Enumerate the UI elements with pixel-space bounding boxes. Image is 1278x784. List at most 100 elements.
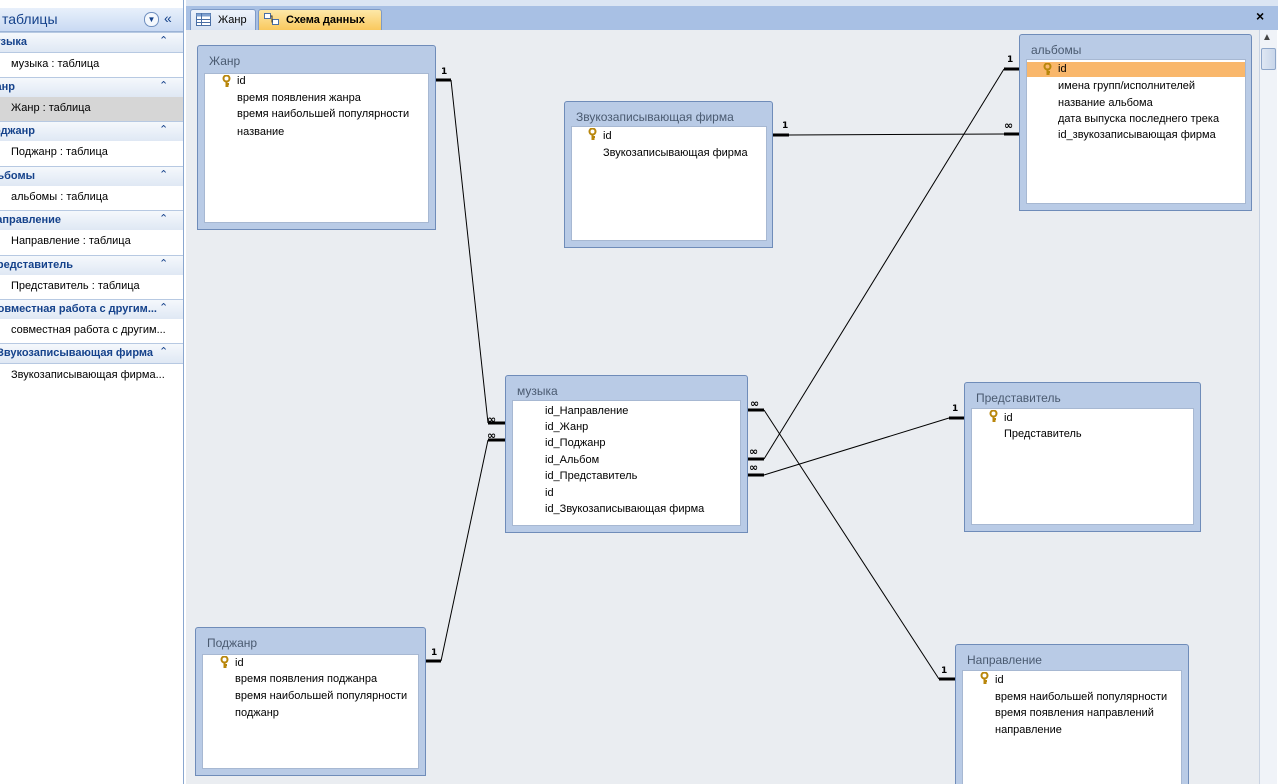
nav-item[interactable]: Жанр : таблица — [0, 97, 183, 121]
table-field[interactable]: id_звукозаписывающая фирма — [1058, 129, 1216, 141]
table-box-zhanr[interactable]: Жанр id время появления жанра время наиб… — [197, 45, 436, 230]
nav-item-label: Жанр : таблица — [11, 102, 91, 114]
tab-schema[interactable]: Схема данных — [258, 9, 382, 31]
nav-group-label: Поджанр — [0, 125, 35, 137]
nav-item-label: Направление : таблица — [11, 235, 131, 247]
table-field[interactable]: id — [1058, 63, 1067, 75]
nav-group-header[interactable]: Жанр ⌃ — [0, 77, 183, 98]
table-box-muzyka[interactable]: музыка id_Направление id_Жанр id_Поджанр… — [505, 375, 748, 533]
table-field[interactable]: время появления жанра — [237, 92, 361, 104]
relationship-line[interactable] — [425, 438, 505, 663]
field-list[interactable]: id Представитель — [971, 408, 1194, 525]
table-box-firma[interactable]: Звукозаписывающая фирма id Звукозаписыва… — [564, 101, 773, 248]
relationships-canvas[interactable]: 1 ∞ 1 ∞ 1 ∞ 1 ∞ 1 ∞ ∞ 1 Жанр id время по… — [186, 30, 1259, 784]
table-field[interactable]: id — [545, 487, 554, 499]
double-chevron-up-icon[interactable]: ⌃ — [159, 169, 169, 181]
table-box-napravlenie[interactable]: Направление id время наибольшей популярн… — [955, 644, 1189, 784]
primary-key-icon — [1043, 63, 1052, 75]
nav-group-header[interactable]: Поджанр ⌃ — [0, 121, 183, 142]
field-list[interactable]: id_Направление id_Жанр id_Поджанр id_Аль… — [512, 400, 741, 526]
nav-group-header[interactable]: совместная работа с другим... ⌃ — [0, 299, 183, 320]
selected-field-row[interactable] — [1027, 62, 1245, 77]
nav-item[interactable]: совместная работа с другим... — [0, 319, 183, 343]
table-field[interactable]: имена групп/исполнителей — [1058, 80, 1196, 92]
double-chevron-up-icon[interactable]: ⌃ — [159, 302, 169, 314]
nav-group-header[interactable]: альбомы ⌃ — [0, 166, 183, 187]
table-field[interactable]: id — [235, 657, 244, 669]
tab-label: Жанр — [218, 14, 247, 26]
table-field[interactable]: id_Звукозаписывающая фирма — [545, 503, 705, 515]
field-list[interactable]: id время появления жанра время наибольше… — [204, 73, 429, 223]
relationship-line[interactable] — [748, 408, 955, 681]
table-field[interactable]: id — [603, 130, 612, 142]
nav-group-label: совместная работа с другим... — [0, 303, 157, 315]
chevron-down-icon[interactable]: ▼ — [144, 12, 159, 27]
nav-group-header[interactable]: Представитель ⌃ — [0, 255, 183, 276]
nav-item[interactable]: Поджанр : таблица — [0, 141, 183, 165]
table-field[interactable]: id — [237, 75, 246, 87]
table-field[interactable]: время наибольшей популярности — [237, 108, 410, 120]
nav-group-header[interactable]: музыка ⌃ — [0, 32, 183, 53]
table-field[interactable]: название — [237, 126, 285, 138]
table-field[interactable]: дата выпуска последнего трека — [1058, 113, 1220, 125]
table-field[interactable]: поджанр — [235, 707, 279, 719]
nav-item[interactable]: Направление : таблица — [0, 230, 183, 254]
relationship-line[interactable] — [748, 67, 1019, 461]
table-field[interactable]: Представитель — [1004, 428, 1082, 440]
table-field[interactable]: время появления направлений — [995, 707, 1154, 719]
relationship-line[interactable] — [435, 78, 505, 425]
relationship-line[interactable] — [748, 416, 964, 477]
table-field[interactable]: название альбома — [1058, 97, 1153, 109]
table-field[interactable]: id — [995, 674, 1004, 686]
tabstrip-top-border — [186, 0, 1278, 6]
table-field[interactable]: время наибольшей популярности — [995, 691, 1168, 703]
nav-item[interactable]: Представитель : таблица — [0, 275, 183, 299]
navigation-pane-header[interactable]: таблицы ▼ « — [0, 8, 183, 32]
table-box-podzhanr[interactable]: Поджанр id время появления поджанра врем… — [195, 627, 426, 776]
nav-item[interactable]: альбомы : таблица — [0, 186, 183, 210]
cardinality-one-label: 1 — [782, 121, 789, 131]
nav-item[interactable]: музыка : таблица — [0, 53, 183, 77]
vertical-scrollbar[interactable]: ▲ — [1259, 30, 1277, 784]
nav-item[interactable]: Звукозаписывающая фирма... — [0, 364, 183, 388]
table-field[interactable]: направление — [995, 724, 1062, 736]
tab-zhanr[interactable]: Жанр — [190, 9, 256, 31]
table-box-albomy[interactable]: альбомы id имена групп/исполнителей назв… — [1019, 34, 1252, 211]
table-field[interactable]: id_Направление — [545, 405, 629, 417]
table-field[interactable]: время наибольшей популярности — [235, 690, 408, 702]
nav-item-label: Поджанр : таблица — [11, 146, 108, 158]
nav-group-header[interactable]: Направление ⌃ — [0, 210, 183, 231]
table-field[interactable]: id_Поджанр — [545, 437, 606, 449]
double-chevron-up-icon[interactable]: ⌃ — [159, 346, 169, 358]
field-list[interactable]: id Звукозаписывающая фирма — [571, 126, 767, 241]
field-list[interactable]: id время наибольшей популярности время п… — [962, 670, 1182, 784]
relationship-line[interactable] — [773, 132, 1019, 137]
double-chevron-up-icon[interactable]: ⌃ — [159, 35, 169, 47]
table-field[interactable]: id_Жанр — [545, 421, 589, 433]
close-icon[interactable]: × — [1256, 8, 1265, 24]
relationships-icon — [264, 13, 279, 25]
table-field[interactable]: время появления поджанра — [235, 673, 378, 685]
primary-key-icon — [989, 410, 998, 422]
table-field[interactable]: id — [1004, 412, 1013, 424]
double-chevron-up-icon[interactable]: ⌃ — [159, 124, 169, 136]
double-chevron-up-icon[interactable]: ⌃ — [159, 213, 169, 225]
nav-group-label: Представитель — [0, 259, 73, 271]
table-field[interactable]: id_Альбом — [545, 454, 600, 466]
double-chevron-up-icon[interactable]: ⌃ — [159, 258, 169, 270]
nav-group-label: Жанр — [0, 81, 15, 93]
table-field[interactable]: Звукозаписывающая фирма — [603, 147, 748, 159]
scrollbar-thumb[interactable] — [1261, 48, 1276, 70]
double-chevron-up-icon[interactable]: ⌃ — [159, 80, 169, 92]
table-field[interactable]: id_Представитель — [545, 470, 638, 482]
double-chevron-left-icon[interactable]: « — [164, 10, 172, 26]
field-list[interactable]: id время появления поджанра время наибол… — [202, 654, 419, 769]
scroll-up-icon[interactable]: ▲ — [1262, 32, 1272, 43]
nav-group-header[interactable]: Звукозаписывающая фирма ⌃ — [0, 343, 183, 364]
cardinality-one-label: 1 — [952, 404, 959, 414]
field-list[interactable]: id имена групп/исполнителей название аль… — [1026, 59, 1246, 204]
nav-item-label: альбомы : таблица — [11, 191, 109, 203]
table-box-predstavitel[interactable]: Представитель id Представитель — [964, 382, 1201, 532]
table-title: Поджанр — [207, 636, 258, 650]
document-tabs: Жанр Схема данных — [186, 6, 1278, 31]
